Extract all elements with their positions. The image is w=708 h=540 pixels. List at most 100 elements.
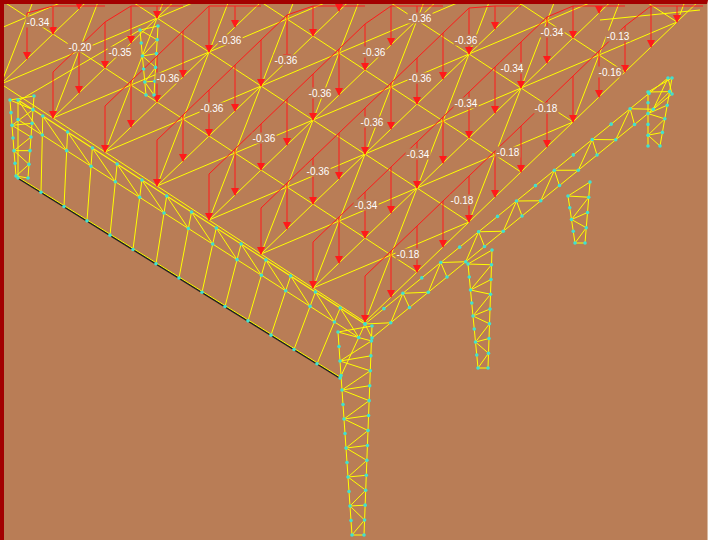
- roof-truss-line: [53, 0, 469, 222]
- joint-node: [584, 226, 588, 230]
- joint-node: [487, 337, 491, 341]
- lattice-column: [350, 505, 365, 507]
- lattice-column: [648, 92, 670, 114]
- load-value: -0.36: [308, 88, 333, 99]
- lattice-column: [568, 182, 590, 196]
- load-line: [651, 6, 677, 7]
- load-arrow: [573, 76, 574, 122]
- joint-node: [665, 103, 669, 107]
- joint-node: [515, 199, 519, 203]
- load-arrow: [391, 83, 392, 129]
- lattice-column: [346, 431, 368, 449]
- joint-node: [646, 144, 650, 148]
- wall-post: [340, 324, 365, 378]
- purlin-line: [209, 0, 547, 220]
- load-value: -0.36: [360, 117, 385, 128]
- load-value: -0.34: [26, 17, 51, 28]
- load-arrow: [105, 106, 106, 152]
- load-line: [235, 6, 261, 7]
- load-arrow: [339, 49, 340, 95]
- purlin-line: [53, 0, 391, 118]
- joint-node: [663, 117, 667, 121]
- load-line: [547, 6, 573, 17]
- joint-node: [41, 133, 45, 137]
- load-line: [599, 6, 625, 7]
- joint-node: [14, 174, 18, 178]
- gable-truss: [503, 201, 516, 231]
- load-line: [365, 83, 391, 108]
- joint-node: [16, 98, 20, 102]
- load-value: -0.35: [108, 47, 133, 58]
- load-line: [339, 6, 365, 7]
- lattice-column: [468, 264, 478, 368]
- lattice-column: [572, 197, 589, 219]
- load-arrow: [313, 242, 314, 288]
- gable-truss: [592, 140, 597, 156]
- joint-node: [586, 211, 590, 215]
- joint-node: [144, 93, 148, 97]
- joint-node: [496, 215, 500, 219]
- load-value: -0.18: [450, 195, 475, 206]
- joint-node: [609, 122, 613, 126]
- load-arrow: [391, 6, 392, 45]
- load-arrow: [261, 208, 262, 254]
- load-value: -0.36: [200, 103, 225, 114]
- joint-node: [488, 322, 492, 326]
- joint-node: [11, 136, 15, 140]
- joint-node: [190, 210, 194, 214]
- load-line: [261, 15, 287, 40]
- lattice-column: [340, 341, 371, 361]
- joint-node: [490, 263, 494, 267]
- purlin-line: [313, 0, 651, 288]
- joint-node: [401, 291, 405, 295]
- load-line: [287, 6, 313, 15]
- roof-truss-line: [1, 0, 417, 272]
- joint-node: [114, 180, 118, 184]
- load-arrow: [677, 6, 678, 22]
- gable-truss: [630, 108, 653, 110]
- wall-base: [18, 178, 340, 378]
- joint-node: [152, 93, 156, 97]
- load-arrow: [261, 124, 262, 170]
- lattice-column: [473, 294, 491, 316]
- joint-node: [27, 163, 31, 167]
- load-line: [313, 6, 339, 7]
- gable-truss: [653, 78, 668, 109]
- joint-node: [31, 108, 35, 112]
- lattice-column: [338, 332, 371, 341]
- load-arrow: [469, 8, 470, 54]
- wall-post: [271, 276, 291, 335]
- roof-bracing: [469, 0, 521, 54]
- joint-node: [16, 118, 20, 122]
- joint-node: [85, 219, 89, 223]
- lattice-column: [350, 506, 365, 520]
- lattice-column: [344, 419, 368, 431]
- lattice-column: [648, 114, 665, 119]
- joint-node: [489, 292, 493, 296]
- joint-node: [364, 473, 368, 477]
- load-line: [209, 6, 235, 7]
- wall-post: [202, 228, 216, 292]
- joint-node: [91, 146, 95, 150]
- lattice-column: [12, 125, 31, 137]
- load-arrow: [261, 40, 262, 86]
- wall-girt: [188, 229, 212, 245]
- gable-truss: [365, 323, 391, 324]
- load-arrow: [339, 217, 340, 263]
- joint-node: [32, 94, 36, 98]
- lattice-column: [140, 30, 157, 40]
- lattice-column: [568, 196, 589, 197]
- joint-node: [661, 131, 665, 135]
- load-value: -0.18: [496, 147, 521, 158]
- joint-node: [570, 218, 574, 222]
- joint-node: [646, 101, 650, 105]
- joint-node: [246, 319, 250, 323]
- load-arrow: [53, 6, 54, 34]
- joint-node: [138, 196, 142, 200]
- gable-truss: [403, 292, 428, 293]
- joint-node: [595, 153, 599, 157]
- wall-post: [317, 308, 340, 364]
- joint-node: [66, 130, 70, 134]
- wall-post: [294, 292, 315, 349]
